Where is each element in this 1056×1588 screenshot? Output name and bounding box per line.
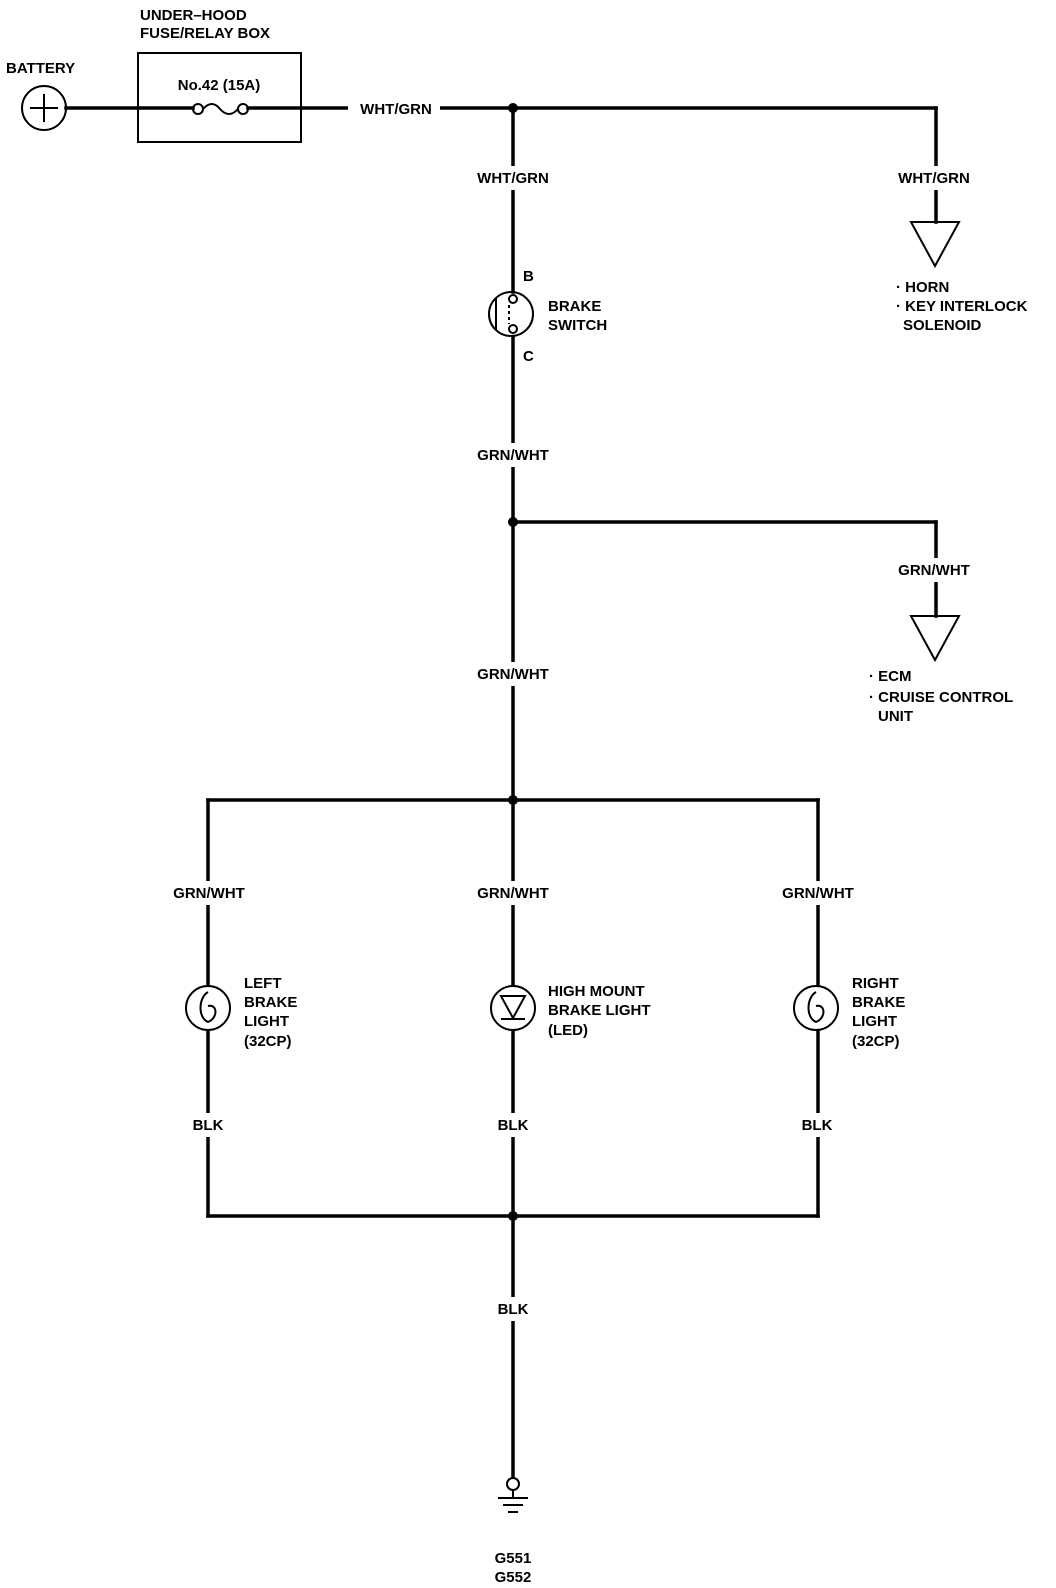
right-light-line4: (32CP) [852,1033,900,1050]
ground-label-line2: G552 [495,1569,532,1586]
left-light-line2: BRAKE [244,994,297,1011]
wire-label-trunk: GRN/WHT [477,666,549,683]
ecm-dest-line1: · ECM [869,668,912,685]
brake-switch-label-line1: BRAKE [548,298,601,315]
right-light-line2: BRAKE [852,994,905,1011]
ground-label-line1: G551 [495,1550,532,1567]
fuse-relay-box [137,52,302,143]
wire-label-center-ground: BLK [498,1117,529,1134]
left-light-line4: (32CP) [244,1033,292,1050]
battery-label: BATTERY [6,60,75,77]
center-light-line1: HIGH MOUNT [548,983,645,1000]
center-light-line3: (LED) [548,1022,588,1039]
fuse-label: No.42 (15A) [178,77,261,94]
wire-label-center-feed: GRN/WHT [477,885,549,902]
wire-label-switch-out: GRN/WHT [477,447,549,464]
brake-switch-label-line2: SWITCH [548,317,607,334]
horn-dest-line3: SOLENOID [903,317,982,334]
wire-label-top-main: WHT/GRN [360,101,432,118]
right-bulb-icon [793,985,839,1031]
center-light-line2: BRAKE LIGHT [548,1002,651,1019]
left-bulb-icon [185,985,231,1031]
ground-icon [498,1477,528,1513]
horn-dest-line1: · HORN [896,279,949,296]
led-icon [490,985,536,1031]
left-light-line1: LEFT [244,975,282,992]
battery-symbol [21,85,67,131]
wire-label-right-ground: BLK [802,1117,833,1134]
horn-dest-line2: · KEY INTERLOCK [896,298,1028,315]
right-light-line3: LIGHT [852,1013,897,1030]
left-light-line3: LIGHT [244,1013,289,1030]
wire-label-right-feed: GRN/WHT [782,885,854,902]
brake-switch-symbol [488,291,534,337]
junction-dot [508,795,518,805]
ecm-connector-arrow [909,615,961,663]
junction-dot [508,103,518,113]
ecm-dest-line3: UNIT [878,708,913,725]
wiring [64,106,938,1490]
wire-label-switch-feed: WHT/GRN [477,170,549,187]
horn-connector-arrow [909,221,961,269]
right-light-line1: RIGHT [852,975,899,992]
wire-label-left-ground: BLK [193,1117,224,1134]
brake-switch-terminal-b: B [523,268,534,285]
fuse-box-title-line1: UNDER–HOOD [140,7,247,24]
fuse-symbol [192,103,249,115]
wire-label-left-feed: GRN/WHT [173,885,245,902]
wire-label-main-ground: BLK [498,1301,529,1318]
wire-label-horn-feed: WHT/GRN [898,170,970,187]
ecm-dest-line2: · CRUISE CONTROL [869,689,1013,706]
junction-dot [508,517,518,527]
junction-dot [508,1211,518,1221]
wire-label-ecm-feed: GRN/WHT [898,562,970,579]
brake-switch-terminal-c: C [523,348,534,365]
fuse-box-title-line2: FUSE/RELAY BOX [140,25,270,42]
